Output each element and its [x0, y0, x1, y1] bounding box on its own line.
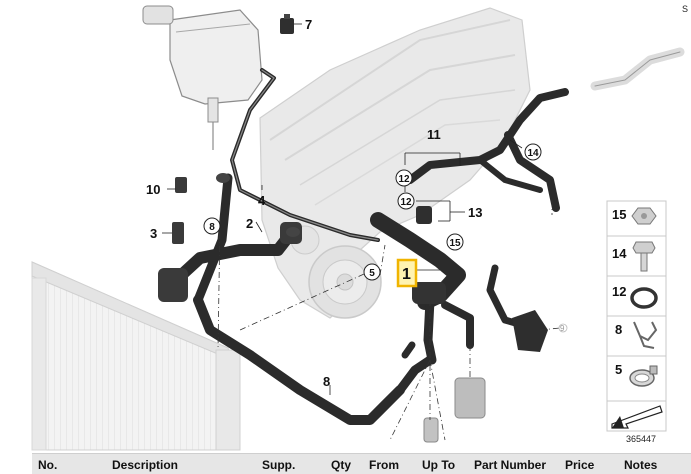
- clamp-icon: [629, 365, 658, 387]
- column-supp[interactable]: Supp.: [262, 458, 296, 472]
- legend-number-12: 12: [612, 284, 626, 299]
- circled-callouts: 8 5 12 12 15 14: [203, 143, 542, 281]
- callout-1-highlight[interactable]: 1: [396, 258, 418, 288]
- legend-number-8: 8: [615, 322, 622, 337]
- legend-number-15: 15: [612, 207, 626, 222]
- callout-10: 10: [146, 182, 160, 197]
- callout-11: 11: [427, 127, 441, 142]
- circled-callout-14: 14: [524, 143, 542, 161]
- circled-callout-5: 5: [363, 263, 381, 281]
- coolant-hoses: [170, 47, 685, 425]
- radiator: [31, 261, 241, 451]
- expansion-tank: [142, 5, 263, 150]
- column-up-to[interactable]: Up To: [422, 458, 456, 472]
- part-callouts: 7 10 3 2 4 8 11 13: [146, 17, 482, 389]
- side-mark-circle: [558, 323, 568, 333]
- callout-6: 7: [305, 17, 312, 32]
- parts-table-header: No. Description Supp. Qty From Up To Par…: [32, 453, 691, 474]
- callout-2: 2: [246, 216, 253, 231]
- nut-icon: [631, 207, 657, 225]
- direction-arrow-icon: [611, 405, 663, 429]
- o-ring-icon: [630, 287, 658, 309]
- diagram-id: 365447: [626, 434, 656, 444]
- callout-3: 3: [150, 226, 157, 241]
- column-part-number[interactable]: Part Number: [474, 458, 547, 472]
- legend-number-5: 5: [615, 362, 622, 377]
- hose-fittings: [158, 173, 548, 443]
- callout-13: 13: [468, 205, 482, 220]
- leader-lines: [162, 23, 523, 395]
- circled-callout-15: 15: [446, 233, 464, 251]
- column-qty[interactable]: Qty: [331, 458, 352, 472]
- callout-8: 8: [209, 222, 215, 233]
- bolt-icon: [632, 241, 656, 272]
- direction-arrow-box: [606, 400, 667, 432]
- callout-5: 5: [369, 268, 375, 279]
- column-from[interactable]: From: [369, 458, 399, 472]
- side-mark: 9: [560, 324, 565, 333]
- engine-block: [259, 7, 531, 319]
- clip-icon: [633, 321, 658, 349]
- callout-14: 14: [527, 148, 539, 159]
- legend-number-14: 14: [612, 246, 627, 261]
- circled-callout-8: 8: [203, 217, 221, 235]
- callout-12-upper: 12: [398, 174, 410, 185]
- plug: [280, 14, 294, 34]
- callout-4: 4: [258, 193, 266, 208]
- column-description[interactable]: Description: [112, 458, 179, 472]
- dash-dot-lines: [217, 200, 561, 441]
- corner-mark: S: [682, 4, 688, 14]
- callout-15: 15: [449, 238, 461, 249]
- small-parts-legend: 15 14 12 8 5: [606, 200, 667, 402]
- column-notes[interactable]: Notes: [624, 458, 658, 472]
- callout-7: 8: [323, 374, 330, 389]
- callout-1: 1: [402, 266, 411, 283]
- circled-callout-12-lower: 12: [397, 192, 415, 210]
- callout-12-lower: 12: [400, 197, 412, 208]
- column-no[interactable]: No.: [38, 458, 58, 472]
- circled-callout-12-upper: 12: [395, 169, 413, 187]
- column-price[interactable]: Price: [565, 458, 595, 472]
